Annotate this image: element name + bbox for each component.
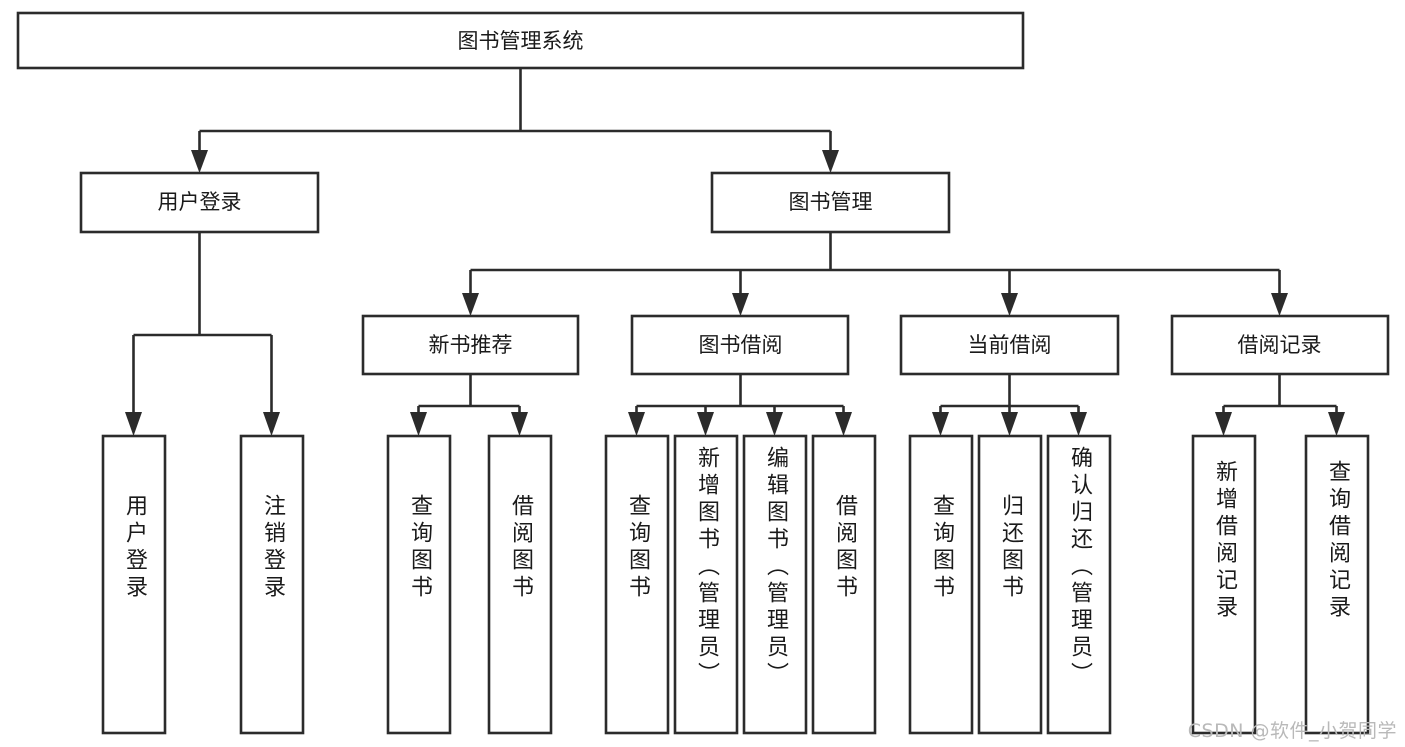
connector-group-book-borrow (628, 374, 852, 436)
arrow-head-leaf-query-book-2 (628, 412, 645, 436)
node-box-new-book-recommend[interactable] (361, 314, 580, 376)
leaf-label-edit-book: 编辑图书（管理员） (763, 446, 788, 689)
leaf-box-add-record[interactable] (1191, 434, 1257, 735)
leaf-label-wrap-confirm-return[interactable]: 确认归还（管理员） (1048, 436, 1110, 733)
arrow-head-book-mgmt (822, 150, 839, 173)
arrow-head-leaf-confirm-return (1070, 412, 1087, 436)
node-borrow-record[interactable]: 借阅记录 (1170, 314, 1390, 376)
arrow-head-leaf-user-login (125, 412, 142, 436)
leaf-label-wrap-borrow-book-2[interactable]: 借阅图书 (813, 436, 875, 733)
leaf-label-wrap-borrow-book-1[interactable]: 借阅图书 (489, 436, 551, 733)
node-label-book-management: 图书管理 (789, 190, 873, 214)
node-box-book-borrow[interactable] (630, 314, 850, 376)
node-label-book-borrow: 图书借阅 (699, 333, 783, 357)
connector-group-new-book (410, 374, 528, 436)
leaf-label-query-book-2: 查询图书 (625, 494, 650, 602)
arrow-head-borrow-record (1271, 293, 1288, 316)
node-label-current-borrow: 当前借阅 (968, 333, 1052, 357)
node-book-borrow[interactable]: 图书借阅 (630, 314, 850, 376)
leaf-label-wrap-user-login[interactable]: 用户登录 (103, 436, 165, 733)
node-box-borrow-record[interactable] (1170, 314, 1390, 376)
leaf-label-wrap-add-book[interactable]: 新增图书（管理员） (675, 436, 737, 733)
leaf-label-return-book: 归还图书 (998, 494, 1023, 602)
arrow-head-leaf-add-book (697, 412, 714, 436)
leaf-label-wrap-query-book-2[interactable]: 查询图书 (606, 436, 668, 733)
connector-group-book-mgmt (462, 232, 1288, 316)
leaf-label-query-book-1: 查询图书 (407, 494, 432, 602)
node-box-user-login[interactable] (79, 171, 320, 234)
leaf-label-wrap-add-record[interactable]: 新增借阅记录 (1193, 436, 1255, 733)
watermark-text: CSDN @软件_小贺同学 (1187, 720, 1397, 742)
node-box-book-management[interactable] (710, 171, 951, 234)
arrow-head-leaf-logout (263, 412, 280, 436)
arrow-head-leaf-add-record (1215, 412, 1232, 436)
arrow-head-new-book (462, 293, 479, 316)
node-label-borrow-record: 借阅记录 (1238, 333, 1322, 357)
node-book-management[interactable]: 图书管理 (710, 171, 951, 234)
connector-group-current-borrow (932, 374, 1087, 436)
arrow-head-leaf-query-book-3 (932, 412, 949, 436)
leaf-box-add-book[interactable] (673, 434, 739, 735)
node-box-root[interactable] (16, 11, 1025, 70)
leaf-label-wrap-query-record[interactable]: 查询借阅记录 (1306, 436, 1368, 733)
node-label-root: 图书管理系统 (458, 29, 584, 53)
leaf-label-add-book: 新增图书（管理员） (694, 446, 719, 689)
leaf-label-user-login: 用户登录 (122, 494, 147, 602)
leaf-label-confirm-return: 确认归还（管理员） (1067, 446, 1092, 689)
leaf-box-confirm-return[interactable] (1046, 434, 1112, 735)
leaf-box-query-book-2[interactable] (604, 434, 670, 735)
leaf-label-wrap-query-book-3[interactable]: 查询图书 (910, 436, 972, 733)
leaf-box-return-book[interactable] (977, 434, 1043, 735)
leaf-box-query-book-1[interactable] (386, 434, 452, 735)
node-root[interactable]: 图书管理系统 (16, 11, 1025, 70)
connector-group-borrow-record (1215, 374, 1345, 436)
arrow-head-leaf-edit-book (766, 412, 783, 436)
leaf-box-user-login[interactable] (101, 434, 167, 735)
leaf-label-wrap-logout[interactable]: 注销登录 (241, 436, 303, 733)
leaf-label-borrow-book-1: 借阅图书 (508, 494, 533, 602)
arrow-head-book-borrow (732, 293, 749, 316)
node-label-user-login: 用户登录 (158, 190, 242, 214)
leaf-label-wrap-query-book-1[interactable]: 查询图书 (388, 436, 450, 733)
node-current-borrow[interactable]: 当前借阅 (899, 314, 1120, 376)
arrow-head-current-borrow (1001, 293, 1018, 316)
node-label-new-book-recommend: 新书推荐 (429, 333, 513, 357)
leaf-boxes (101, 434, 1370, 735)
connector-group-root (191, 68, 839, 173)
leaf-box-logout[interactable] (239, 434, 305, 735)
node-new-book-recommend[interactable]: 新书推荐 (361, 314, 580, 376)
leaf-box-edit-book[interactable] (742, 434, 808, 735)
node-user-login[interactable]: 用户登录 (79, 171, 320, 234)
connector-group-user-login (125, 232, 280, 436)
leaf-label-wrap-edit-book[interactable]: 编辑图书（管理员） (744, 436, 806, 733)
leaf-label-logout: 注销登录 (260, 494, 285, 602)
leaf-label-query-book-3: 查询图书 (929, 494, 954, 602)
arrow-head-leaf-borrow-book-2 (835, 412, 852, 436)
arrow-head-user-login (191, 150, 208, 173)
leaf-label-query-record: 查询借阅记录 (1325, 460, 1350, 622)
arrow-head-leaf-borrow-book-1 (511, 412, 528, 436)
leaf-label-wrap-return-book[interactable]: 归还图书 (979, 436, 1041, 733)
leaf-box-query-book-3[interactable] (908, 434, 974, 735)
leaf-box-query-record[interactable] (1304, 434, 1370, 735)
leaf-label-borrow-book-2: 借阅图书 (832, 494, 857, 602)
node-box-current-borrow[interactable] (899, 314, 1120, 376)
leaf-box-borrow-book-1[interactable] (487, 434, 553, 735)
arrow-head-leaf-return-book (1001, 412, 1018, 436)
leaf-label-add-record: 新增借阅记录 (1212, 460, 1237, 622)
leaf-box-borrow-book-2[interactable] (811, 434, 877, 735)
arrow-head-leaf-query-record (1328, 412, 1345, 436)
arrow-head-leaf-query-book-1 (410, 412, 427, 436)
